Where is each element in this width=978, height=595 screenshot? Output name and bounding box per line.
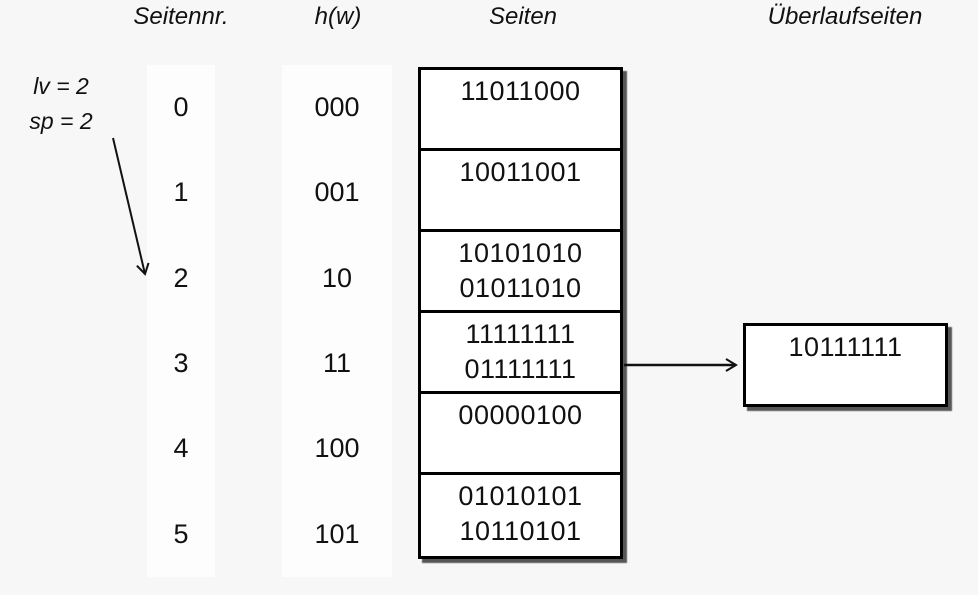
page-number-column: 0 1 2 3 4 5 xyxy=(147,65,215,577)
level-value: lv = 2 xyxy=(33,73,89,99)
page-cell-1: 10011001 xyxy=(421,151,620,232)
record-value: 01010101 xyxy=(458,481,583,511)
page-number: 4 xyxy=(173,433,189,464)
header-hash-function: h(w) xyxy=(314,3,362,30)
header-overflow-pages: Überlaufseiten xyxy=(767,3,923,30)
record-value: 11011000 xyxy=(460,76,581,106)
record-value: 01111111 xyxy=(464,354,577,384)
split-pointer-value: sp = 2 xyxy=(29,108,93,134)
state-annotation: lv = 2 sp = 2 xyxy=(14,69,108,139)
page-number: 0 xyxy=(173,92,189,123)
hash-value: 000 xyxy=(314,92,360,123)
record-value: 10110101 xyxy=(459,516,582,546)
page-cell-0: 11011000 xyxy=(421,70,620,151)
hash-value: 11 xyxy=(322,348,352,379)
header-pages: Seiten xyxy=(488,3,558,30)
page-cell-3: 11111111 01111111 xyxy=(421,313,620,394)
page-cell-2: 10101010 01011010 xyxy=(421,232,620,313)
overflow-page-box: 10111111 xyxy=(743,323,948,407)
page-number: 1 xyxy=(173,177,189,208)
page-number: 2 xyxy=(173,262,189,293)
record-value: 11111111 xyxy=(465,319,576,349)
page-number: 3 xyxy=(173,348,189,379)
hash-value-column: 000 001 10 11 100 101 xyxy=(282,65,392,577)
hash-value: 101 xyxy=(314,518,360,549)
overflow-record-value: 10111111 xyxy=(788,332,903,362)
record-value: 00000100 xyxy=(458,400,583,430)
header-page-number: Seitennr. xyxy=(133,3,229,30)
hash-value: 001 xyxy=(314,177,360,208)
hash-value: 10 xyxy=(321,262,353,293)
record-value: 10011001 xyxy=(459,157,582,187)
page-number: 5 xyxy=(173,518,189,549)
page-cell-4: 00000100 xyxy=(421,394,620,475)
record-value: 01011010 xyxy=(459,273,582,303)
split-pointer-arrow-icon xyxy=(112,137,150,276)
record-value: 10101010 xyxy=(458,238,583,268)
hash-value: 100 xyxy=(314,433,360,464)
page-cell-5: 01010101 10110101 xyxy=(421,475,620,556)
pages-table: 11011000 10011001 10101010 01011010 1111… xyxy=(418,67,623,559)
